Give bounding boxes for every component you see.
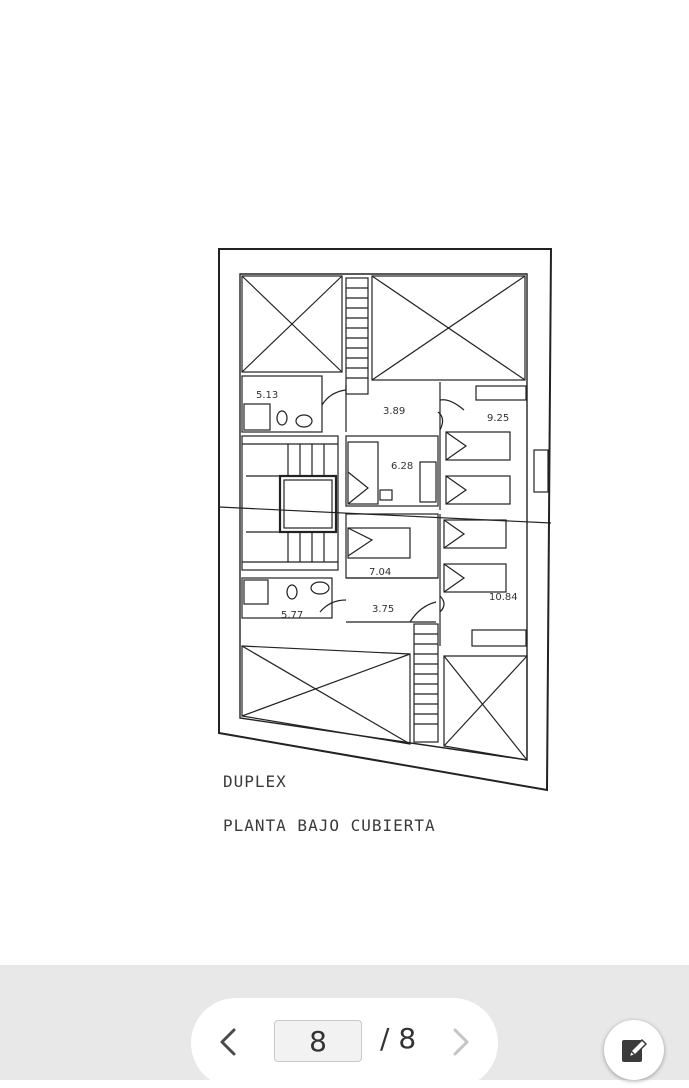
chevron-right-icon — [453, 1028, 469, 1056]
page-number-input[interactable] — [274, 1020, 362, 1062]
bedroom-center-bottom — [345, 513, 439, 579]
area-bed-right-bottom: 10.84 — [489, 592, 518, 603]
previous-page-button[interactable] — [213, 1024, 243, 1060]
area-bath-top: 5.13 — [256, 390, 278, 401]
bed-top-1 — [445, 431, 511, 461]
edit-pen-icon — [622, 1038, 648, 1062]
floor-plan-drawing: 5.13 3.89 9.25 6.28 7.04 5.77 3.75 10.84 — [218, 248, 553, 792]
outer-wall — [218, 248, 553, 792]
area-bed-center-bottom: 7.04 — [369, 567, 391, 578]
inner-wall — [239, 273, 528, 761]
plan-title: DUPLEX — [223, 772, 287, 791]
next-page-button[interactable] — [446, 1024, 476, 1060]
area-hall-top: 3.89 — [383, 406, 405, 417]
document-page: 5.13 3.89 9.25 6.28 7.04 5.77 3.75 10.84… — [218, 248, 553, 835]
area-bed-center-top: 6.28 — [391, 461, 413, 472]
bedroom-center-top — [345, 435, 439, 507]
bed-bottom-1 — [443, 519, 507, 549]
void-top-left — [241, 275, 343, 373]
bathroom-bottom — [241, 577, 333, 619]
area-hall-bottom: 3.75 — [372, 604, 394, 615]
void-top-right — [371, 275, 526, 381]
stair-top — [345, 277, 369, 395]
plan-subtitle: PLANTA BAJO CUBIERTA — [223, 816, 436, 835]
stair-bottom — [413, 623, 439, 743]
stairwell — [241, 435, 339, 571]
bed-bottom-2 — [443, 563, 507, 593]
area-bath-bottom: 5.77 — [281, 610, 303, 621]
bed-top-2 — [445, 475, 511, 505]
area-bed-right-top: 9.25 — [487, 413, 509, 424]
edit-button[interactable] — [604, 1020, 664, 1080]
page-total: / 8 — [380, 1022, 417, 1055]
chevron-left-icon — [220, 1028, 236, 1056]
